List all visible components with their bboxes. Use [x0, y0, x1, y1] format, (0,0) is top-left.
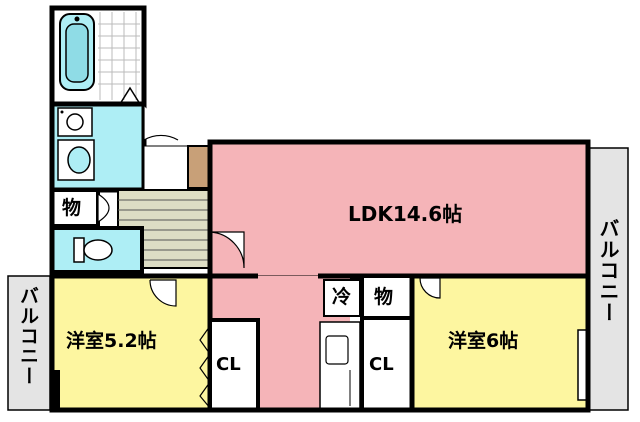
balcony-right-label: バルコニー — [596, 218, 620, 323]
closet-right-label: CL — [369, 354, 394, 375]
room-right-door — [419, 277, 441, 299]
room-left-window — [50, 370, 60, 410]
room-right-label: 洋室6帖 — [448, 330, 519, 352]
closet-left-label: CL — [216, 354, 241, 375]
ldk-door — [209, 231, 245, 269]
room-left-door — [149, 279, 177, 307]
bathtub-icon — [59, 13, 95, 91]
washbasin-icon — [57, 139, 95, 181]
bath-tiles — [98, 12, 140, 100]
balcony-left-label: バルコニー — [17, 286, 39, 386]
toilet-icon — [73, 237, 113, 263]
balcony-right — [587, 147, 629, 411]
kitchen-sink-icon — [319, 321, 361, 411]
storage-right-area — [360, 274, 414, 320]
washing-machine-icon — [57, 107, 93, 137]
outer-wall — [49, 104, 591, 413]
room-left-label: 洋室5.2帖 — [66, 330, 157, 352]
entrance-hall — [143, 145, 189, 191]
ldk-label: LDK14.6帖 — [348, 202, 463, 226]
closet-left-door — [199, 325, 211, 409]
washroom-door — [143, 106, 179, 142]
fridge-label: 冷 — [332, 286, 352, 308]
entry-storage — [187, 145, 211, 189]
closet-right-area — [360, 316, 414, 412]
storage-right-label: 物 — [374, 286, 394, 308]
bath-door — [119, 86, 141, 105]
storage-left-door — [97, 193, 110, 224]
storage-left-label: 物 — [62, 197, 82, 219]
balcony-left — [7, 275, 51, 411]
